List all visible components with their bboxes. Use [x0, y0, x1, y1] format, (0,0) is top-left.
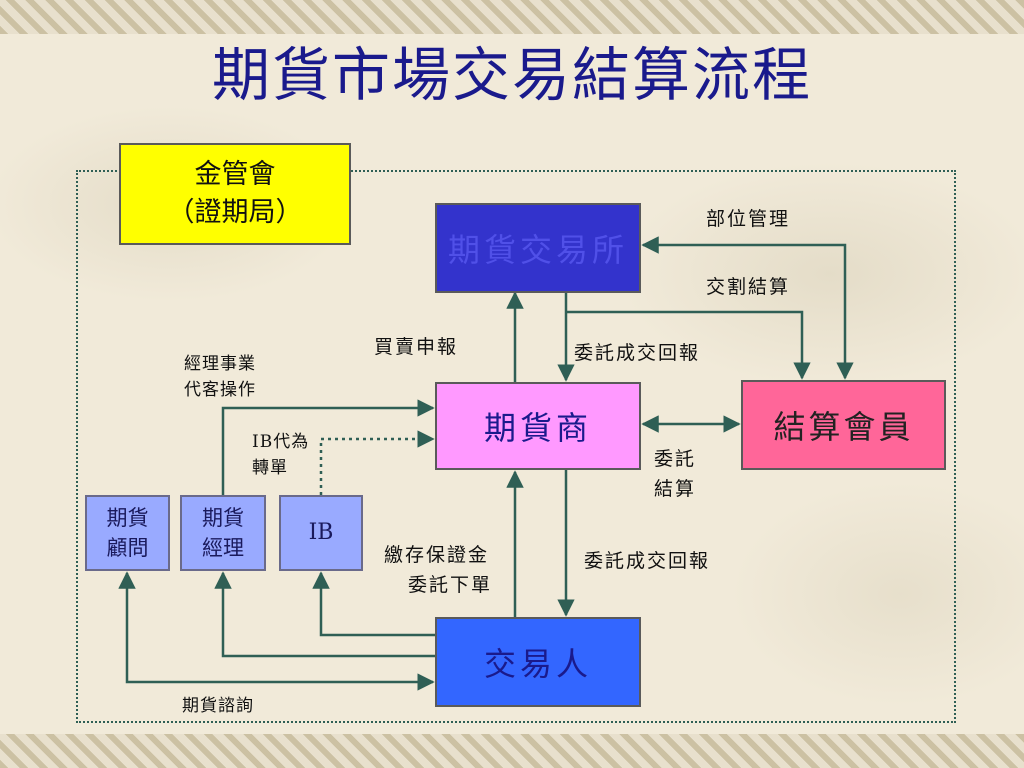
label-margin-1: 繳存保證金: [384, 544, 490, 566]
label-fill-report-bottom: 委託成交回報: [584, 550, 711, 572]
decorative-border-top: [0, 0, 1024, 34]
ib-box: IB: [279, 495, 363, 571]
arrow-position-mgmt: [641, 236, 854, 380]
arrow-advisor-trader: [118, 571, 435, 691]
label-settlement: 交割結算: [706, 276, 791, 298]
advisor-label-line1: 期貨: [106, 506, 149, 530]
manager-label-line2: 經理: [202, 536, 244, 560]
decorative-border-bottom: [0, 734, 1024, 768]
label-position-mgmt: 部位管理: [706, 208, 791, 230]
advisor-label-line2: 顧問: [106, 536, 149, 560]
label-consulting: 期貨諮詢: [182, 696, 254, 716]
trader-box: 交易人: [435, 617, 641, 707]
label-discretionary-2: 代客操作: [184, 380, 256, 400]
arrow-ib-to-fcm: [319, 430, 435, 495]
label-discretionary-1: 經理事業: [184, 354, 256, 374]
manager-label-line1: 期貨: [202, 506, 244, 530]
arrow-trader-to-manager: [214, 571, 435, 658]
label-order-report: 買賣申報: [374, 336, 459, 358]
diagram-frame: [76, 170, 956, 723]
clearing-member-box: 結算會員: [741, 380, 946, 470]
fsc-label-line1: 金管會: [194, 159, 276, 190]
fcm-box: 期貨商: [435, 382, 641, 470]
label-delegated-2: 結算: [654, 478, 697, 500]
label-delegated-1: 委託: [654, 448, 697, 470]
advisor-box: 期貨 顧問: [85, 495, 170, 571]
label-ib-relay-1: IB代為: [252, 432, 310, 452]
label-fill-report-top: 委託成交回報: [574, 342, 701, 364]
label-ib-relay-2: 轉單: [252, 458, 288, 478]
taifex-box: 期貨交易所: [435, 203, 641, 293]
manager-box: 期貨 經理: [180, 495, 266, 571]
page-title: 期貨市場交易結算流程: [211, 41, 812, 109]
arrow-manager-to-fcm: [221, 399, 435, 495]
fsc-label-line2: （證期局）: [167, 197, 303, 228]
fsc-box: 金管會 （證期局）: [119, 143, 351, 245]
label-margin-2: 委託下單: [408, 574, 493, 596]
